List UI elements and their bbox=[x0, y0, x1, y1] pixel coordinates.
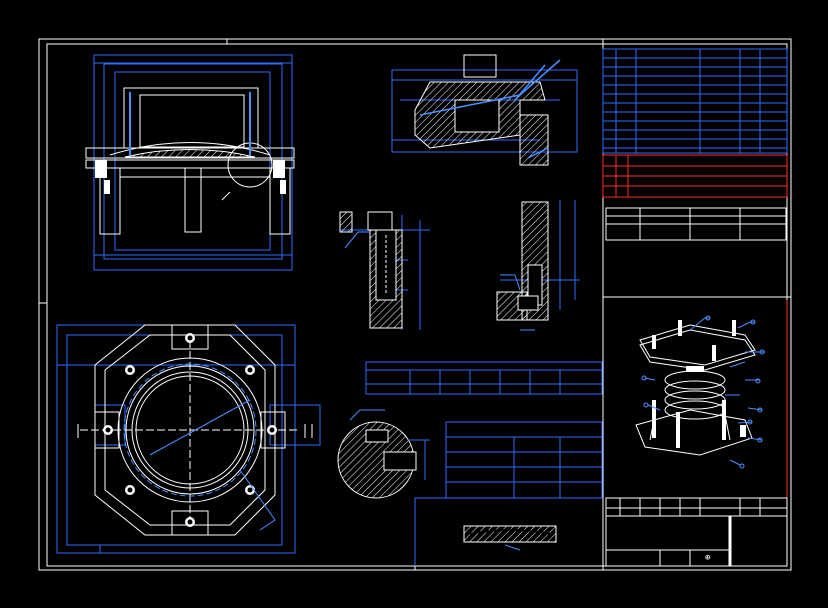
bolt-detail-left bbox=[339, 211, 430, 330]
title-block-stamp-icon: ⊕ bbox=[705, 553, 711, 563]
section-detail-top bbox=[391, 54, 578, 166]
spring-section-small bbox=[463, 525, 557, 551]
parts-list-blue bbox=[602, 48, 788, 154]
plan-view-octagon bbox=[56, 324, 321, 554]
bolt-detail-right bbox=[496, 200, 580, 331]
title-block bbox=[605, 497, 788, 567]
parts-table-middle bbox=[414, 421, 603, 566]
round-section-detail bbox=[337, 409, 430, 499]
assembly-front-view bbox=[85, 54, 295, 271]
isometric-assembly bbox=[635, 315, 765, 469]
tech-table-white bbox=[603, 207, 791, 298]
rib-strip bbox=[365, 361, 603, 395]
